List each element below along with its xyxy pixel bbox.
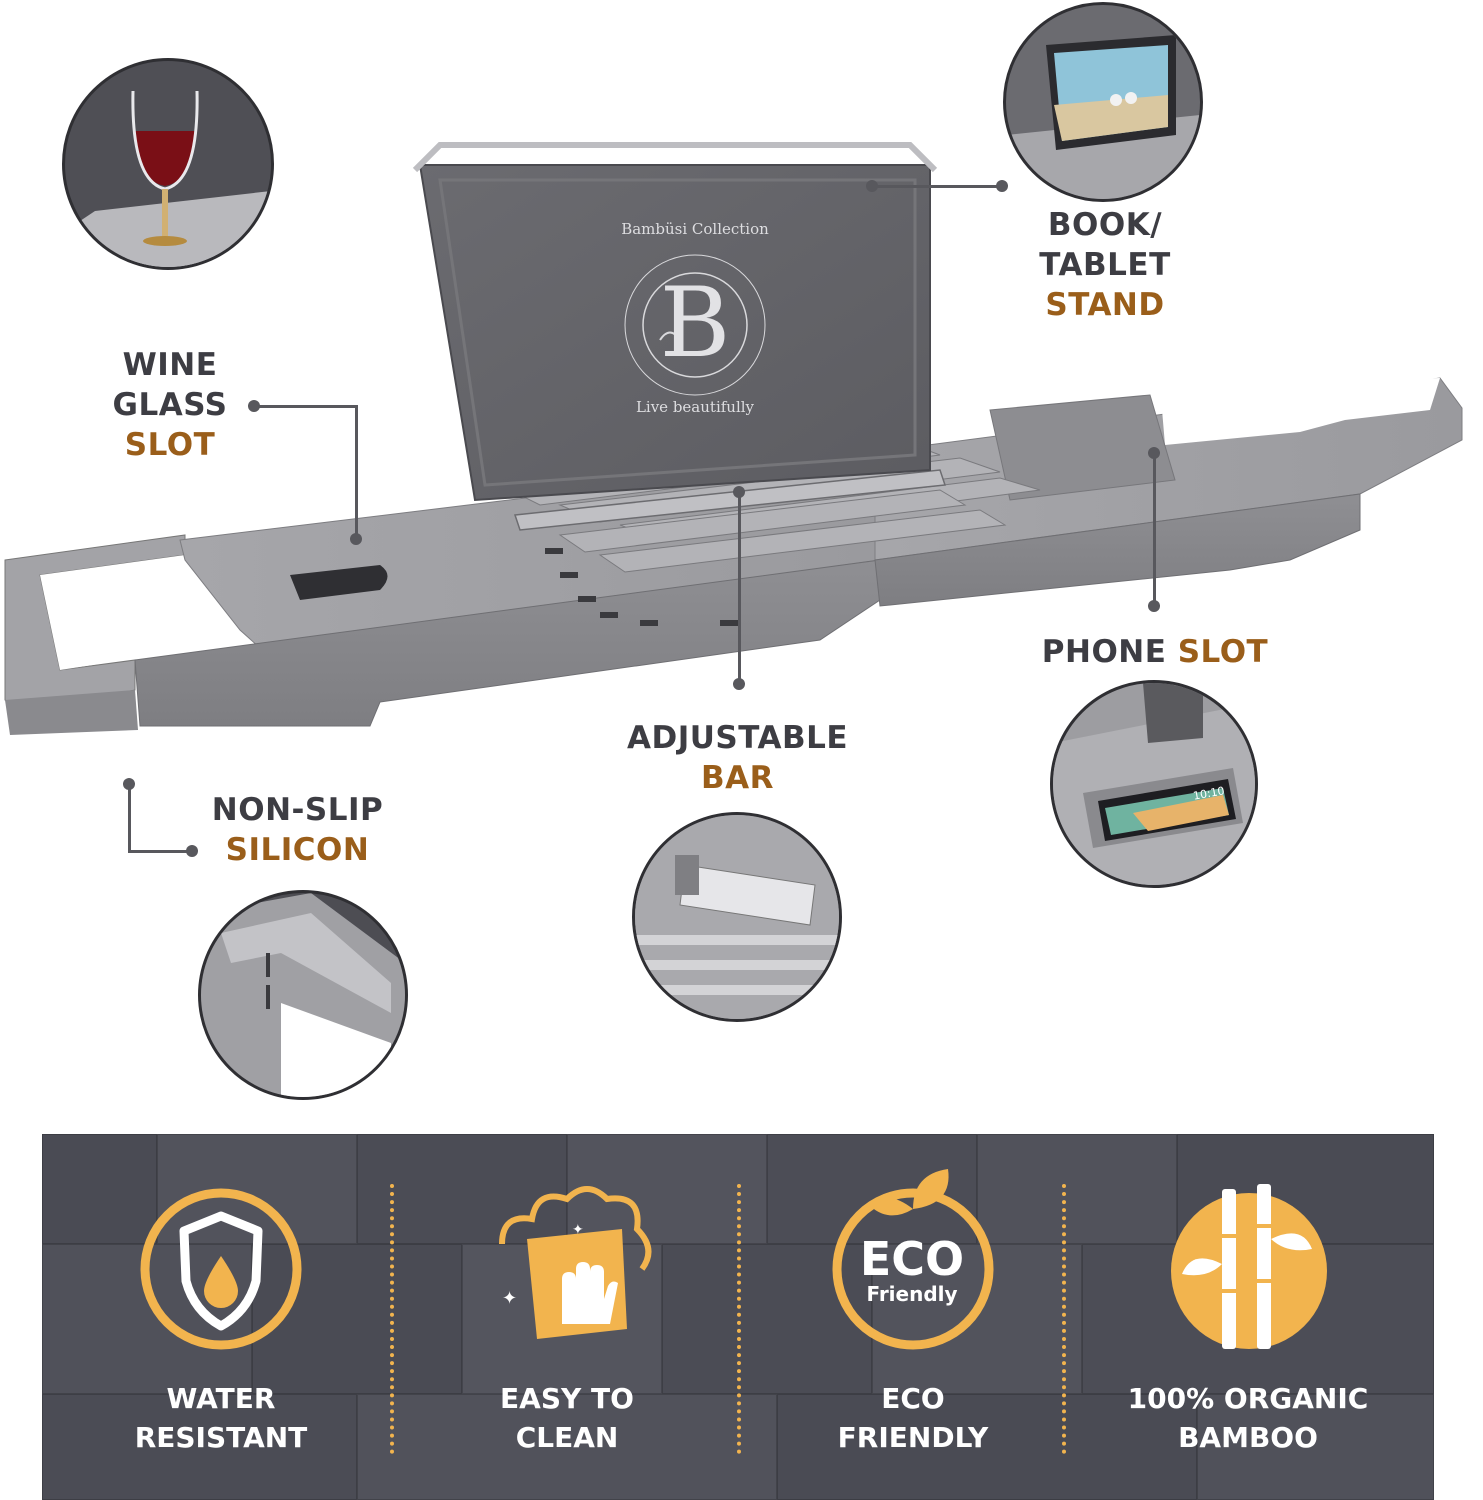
wine-slot-label: WINE GLASS SLOT: [112, 347, 228, 463]
wine-slot-connector-line-h: [254, 405, 357, 408]
eco-badge-small: Friendly: [866, 1282, 958, 1306]
feature-separator: [390, 1184, 394, 1454]
phone-icon: [1053, 683, 1255, 885]
phone-slot-connector-line: [1153, 453, 1156, 605]
brand-logo: Bambüsi Collection B Live beautifully: [600, 220, 790, 420]
tablet-stand-detail-image: [1003, 2, 1203, 202]
book-stand-connector-line: [872, 185, 1002, 188]
non-slip-connector-line-h: [128, 850, 190, 853]
slate-tile: [252, 1244, 462, 1394]
logo-ring-icon: [624, 254, 766, 396]
phone-slot-detail-image: 10:10: [1050, 680, 1258, 888]
adjustable-bar-connector-line: [738, 492, 741, 684]
adjustable-bar-detail-image: [632, 812, 842, 1022]
svg-text:✦: ✦: [502, 1288, 517, 1309]
slate-tile: [567, 1134, 767, 1244]
phone-slot-connector-dot-end: [1148, 600, 1160, 612]
eco-friendly-icon: [832, 1169, 994, 1350]
feature-label-bamboo: 100% ORGANIC BAMBOO: [1127, 1382, 1369, 1454]
non-slip-connector-dot-end: [186, 845, 198, 857]
cleaning-cloth-icon: ✦ ✦: [499, 1186, 652, 1339]
logo-text-top: Bambüsi Collection: [621, 220, 769, 238]
corner-joint-icon: [201, 893, 405, 1097]
adjustable-bar-connector-dot-end: [733, 678, 745, 690]
book-stand-connector-dot-end: [996, 180, 1008, 192]
adjustable-bar-label: ADJUSTABLE BAR: [626, 720, 849, 796]
book-stand-label: BOOK/ TABLET STAND: [1039, 207, 1171, 323]
non-slip-label: NON-SLIP SILICON: [211, 792, 384, 868]
wine-slot-connector-line-v: [355, 405, 358, 535]
svg-text:✦: ✦: [572, 1222, 584, 1238]
slate-tile: [357, 1394, 777, 1500]
logo-text-bottom: Live beautifully: [635, 398, 755, 416]
feature-separator: [737, 1184, 741, 1454]
slate-tile: [42, 1134, 157, 1244]
logo-monogram: B: [659, 267, 731, 379]
slate-tile: [872, 1244, 1082, 1394]
feature-separator: [1062, 1184, 1066, 1454]
slate-tile: [977, 1134, 1177, 1244]
slate-tile: [42, 1394, 357, 1500]
tablet-icon: [1006, 35, 1200, 199]
phone-slot-label: PHONE SLOT: [1041, 634, 1269, 670]
slat-bar-icon: [635, 815, 839, 1019]
wine-slot-connector-dot-end: [350, 533, 362, 545]
eco-badge-big: ECO: [859, 1232, 965, 1286]
feature-label-clean: EASY TO CLEAN: [500, 1382, 634, 1454]
feature-label-water: WATER RESISTANT: [134, 1382, 308, 1454]
bamboo-icon: [1171, 1184, 1327, 1349]
bath-tray-illustration: [4, 142, 1463, 735]
slate-tile: [777, 1394, 1197, 1500]
feature-label-eco: ECO FRIENDLY: [837, 1382, 989, 1454]
wine-glass-icon: [65, 90, 271, 267]
non-slip-detail-image: [198, 890, 408, 1100]
features-panel: WATER RESISTANT ✦ ✦ EASY TO CLEAN ECO Fr…: [42, 1134, 1434, 1500]
non-slip-connector-line-v: [128, 784, 131, 852]
wine-glass-detail-image: [62, 58, 274, 270]
water-shield-icon: [140, 1188, 302, 1350]
